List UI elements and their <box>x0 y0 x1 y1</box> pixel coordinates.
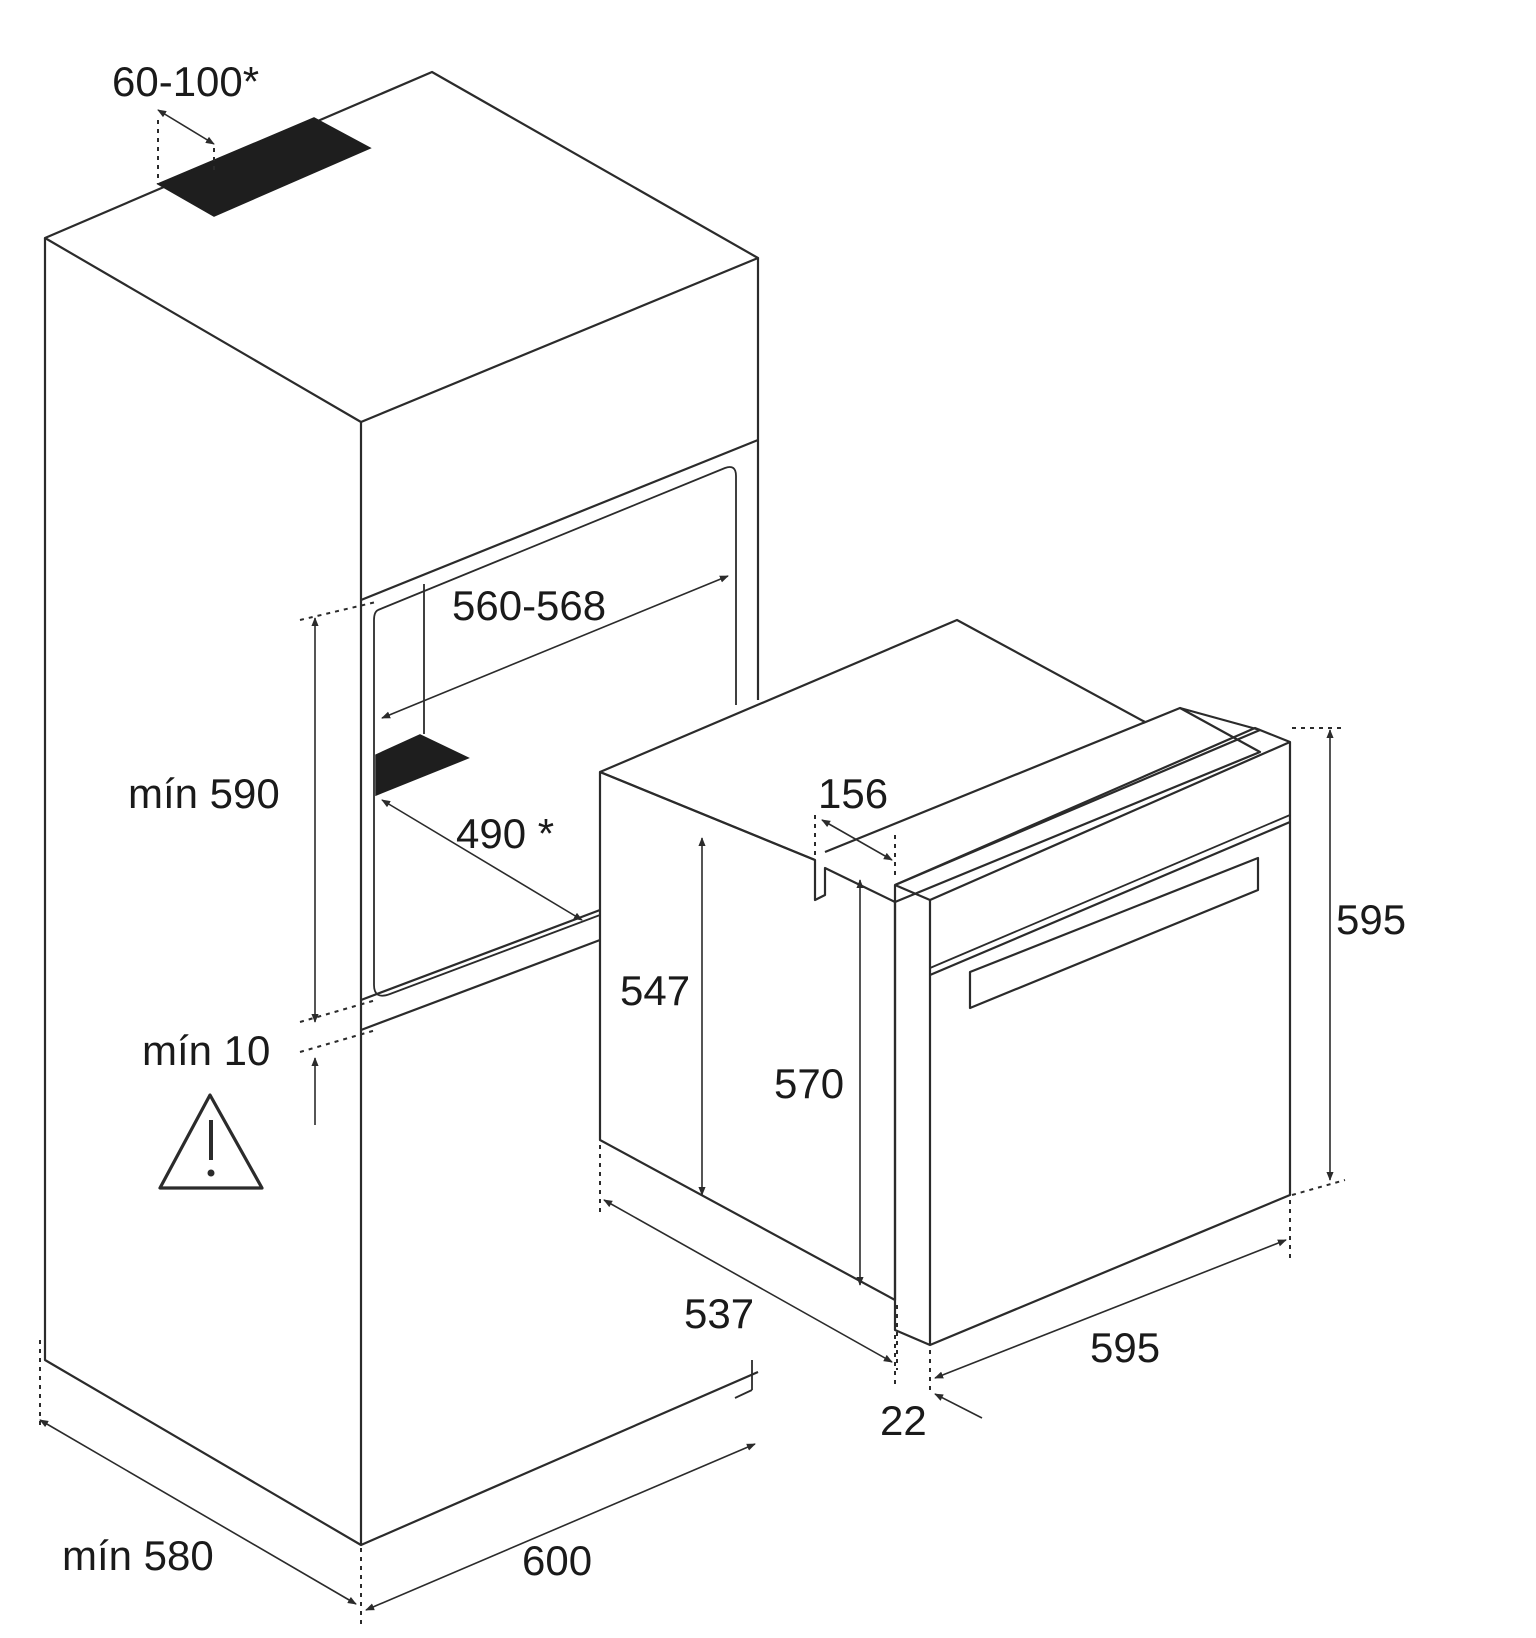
label-niche-height: mín 590 <box>128 770 280 817</box>
niche-vent-slot <box>375 734 470 797</box>
label-door-thickness: 22 <box>880 1397 927 1444</box>
label-oven-front-height: 595 <box>1336 896 1406 943</box>
label-bottom-gap: mín 10 <box>142 1027 270 1074</box>
label-oven-body-height: 570 <box>774 1060 844 1107</box>
label-oven-body-depth: 537 <box>684 1290 754 1337</box>
cabinet-front-face <box>360 1370 759 1547</box>
label-niche-width: 560-568 <box>452 582 606 629</box>
niche-frame <box>373 466 737 997</box>
dimension-lines <box>39 109 1346 1625</box>
label-oven-front-height-547: 547 <box>620 967 690 1014</box>
warning-triangle-icon <box>158 1093 264 1190</box>
oven <box>598 618 1292 1347</box>
label-vent-gap: 60-100* <box>112 58 259 105</box>
dimension-labels: 60-100* 560-568 mín 590 490 * mín 10 mín… <box>62 58 1406 1584</box>
cabinet-top-face <box>43 70 760 424</box>
top-vent-slot <box>156 117 372 217</box>
label-oven-top-recess: 156 <box>818 770 888 817</box>
oven-body-top <box>599 618 1146 774</box>
cabinet <box>43 70 760 1547</box>
cabinet-left-face <box>43 238 363 1547</box>
oven-front-panel <box>893 726 1292 1347</box>
label-oven-front-width: 595 <box>1090 1324 1160 1371</box>
label-niche-depth: 490 * <box>456 810 554 857</box>
oven-door-handle <box>968 856 1260 1010</box>
label-cabinet-depth: mín 580 <box>62 1532 214 1579</box>
oven-body-side <box>598 770 897 1302</box>
label-cabinet-width: 600 <box>522 1537 592 1584</box>
